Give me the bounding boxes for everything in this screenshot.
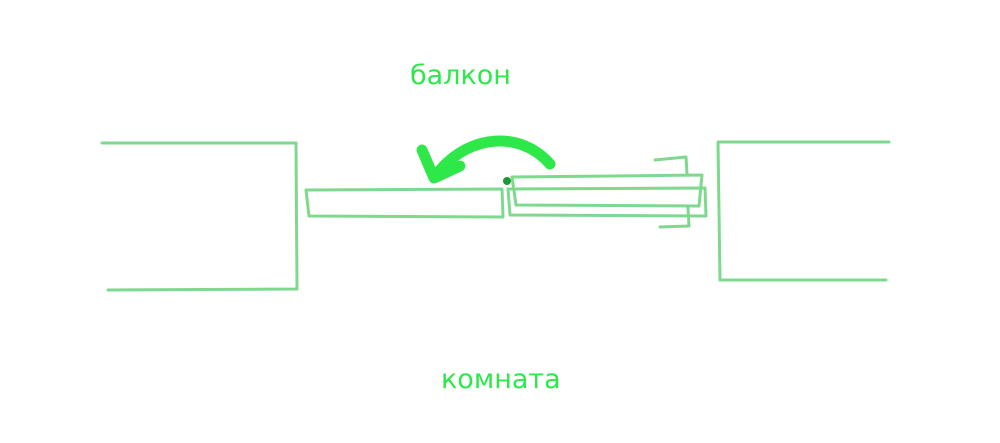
hinge-pivot (503, 177, 511, 185)
rotation-arrowhead (416, 144, 466, 184)
label-room: комната (441, 364, 561, 395)
frame-mark-top (653, 155, 689, 176)
right-wall (716, 140, 891, 282)
right-door-leaf-closed (506, 186, 708, 218)
frame-mark-bottom (658, 206, 691, 229)
left-door-leaf (304, 187, 505, 219)
right-door-leaf-open (510, 173, 704, 208)
rotation-arrow (434, 135, 556, 176)
label-balcony: балкон (410, 60, 511, 91)
left-wall (100, 141, 299, 292)
